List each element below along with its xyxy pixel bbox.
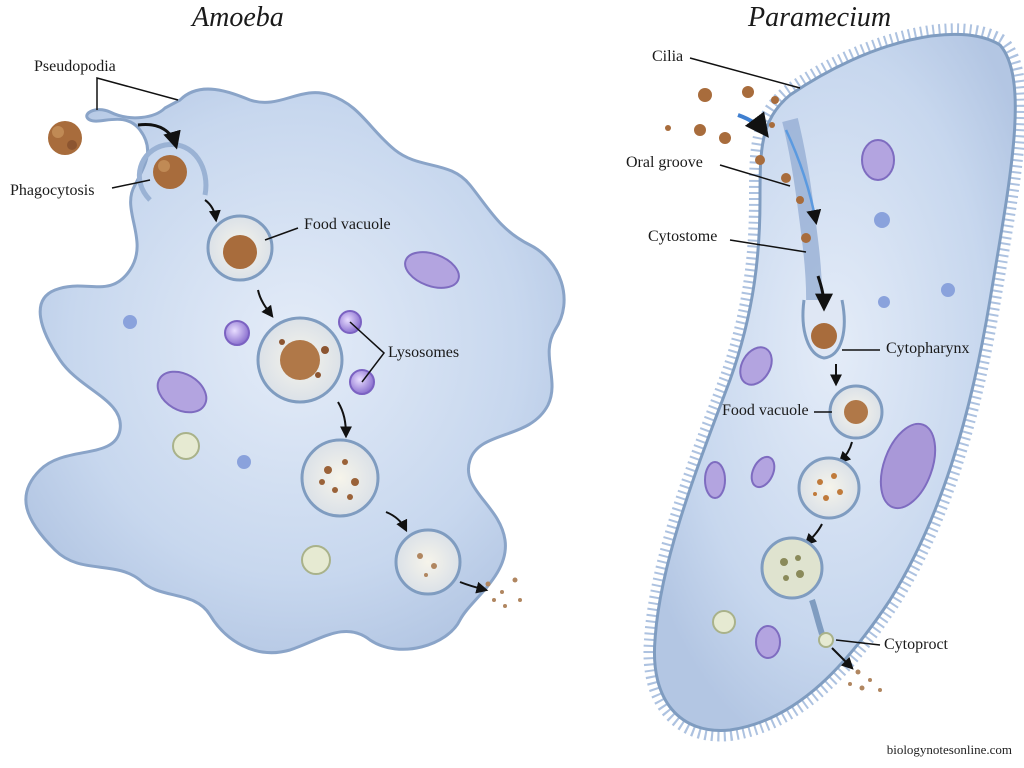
label-lysosomes: Lysosomes bbox=[388, 344, 460, 361]
cytoproct bbox=[809, 599, 825, 635]
leader-cilia bbox=[689, 57, 801, 89]
leader-oral-groove bbox=[719, 164, 791, 187]
mitochondrion bbox=[156, 370, 208, 414]
contractile-vacuole bbox=[712, 610, 736, 634]
macronucleus bbox=[879, 422, 937, 510]
leader-cytoproct bbox=[835, 639, 881, 646]
digestion-arrow bbox=[204, 199, 221, 223]
micronucleus-cluster bbox=[861, 139, 895, 181]
label-pseudopodia: Pseudopodia bbox=[34, 58, 116, 75]
food-particle bbox=[280, 340, 320, 380]
granule-cluster bbox=[878, 296, 890, 308]
engulf-arrow bbox=[137, 122, 181, 150]
label-phagocytosis: Phagocytosis bbox=[10, 182, 95, 199]
paramecium-egestion-vacuole bbox=[760, 536, 824, 600]
waste-expelled bbox=[848, 669, 882, 692]
amoeba-title: Amoeba bbox=[192, 2, 284, 33]
granule-cluster bbox=[941, 283, 955, 297]
mitochondrion bbox=[755, 625, 781, 659]
digestion-arrow bbox=[257, 289, 274, 318]
leader-pseudopodia bbox=[96, 77, 179, 110]
leader-lysosomes bbox=[349, 321, 386, 383]
paramecium-body bbox=[652, 32, 1017, 732]
food-particles-incoming bbox=[665, 86, 811, 243]
credit-watermark: biologynotesonline.com bbox=[886, 742, 1012, 757]
label-cilia: Cilia bbox=[652, 48, 684, 65]
amoeba-cell bbox=[24, 77, 566, 655]
current-arrow bbox=[737, 111, 769, 138]
paramecium-cell bbox=[643, 23, 1024, 742]
mitochondrion bbox=[739, 346, 773, 386]
label-cytopharynx: Cytopharynx bbox=[886, 340, 970, 357]
leader-cytostome bbox=[729, 239, 807, 253]
contractile-vacuole bbox=[301, 545, 331, 575]
amoeba-vacuole-digesting bbox=[300, 438, 380, 518]
waste-particles bbox=[780, 555, 804, 581]
digested-particles bbox=[813, 473, 843, 501]
lysosome bbox=[224, 320, 250, 346]
mitochondrion bbox=[404, 251, 460, 289]
label-food-vacuole-paramecium: Food vacuole bbox=[722, 402, 809, 419]
mitochondrion bbox=[750, 455, 776, 489]
label-oral-groove: Oral groove bbox=[626, 154, 703, 171]
egestion-arrow bbox=[459, 581, 489, 594]
food-particle-outside bbox=[48, 121, 82, 155]
granule-cluster bbox=[874, 212, 890, 228]
leader-food-vacuole bbox=[264, 227, 299, 241]
granule-cluster bbox=[123, 315, 137, 329]
digestion-arrow bbox=[385, 511, 408, 533]
label-food-vacuole-amoeba: Food vacuole bbox=[304, 216, 391, 233]
granule-cluster bbox=[237, 455, 251, 469]
paramecium-title: Paramecium bbox=[748, 2, 892, 33]
waste-particles bbox=[417, 553, 522, 608]
paramecium-vacuole-digesting bbox=[797, 456, 861, 520]
current-arrow bbox=[784, 129, 822, 225]
label-cytostome: Cytostome bbox=[648, 228, 718, 245]
mitochondrion bbox=[704, 461, 726, 499]
egestion-arrow bbox=[831, 647, 854, 670]
digested-particles bbox=[319, 459, 359, 500]
ingestion-arrow bbox=[814, 275, 833, 312]
leader-phagocytosis bbox=[111, 179, 151, 189]
digestion-arrow bbox=[337, 401, 352, 439]
label-cytoproct: Cytoproct bbox=[884, 636, 948, 653]
food-particle-engulfed bbox=[153, 155, 187, 189]
food-particle bbox=[223, 235, 257, 269]
contractile-vacuole bbox=[172, 432, 200, 460]
food-particle bbox=[811, 323, 837, 349]
amoeba-egestion-vacuole bbox=[394, 528, 462, 596]
cytoproct-pore bbox=[818, 632, 834, 648]
